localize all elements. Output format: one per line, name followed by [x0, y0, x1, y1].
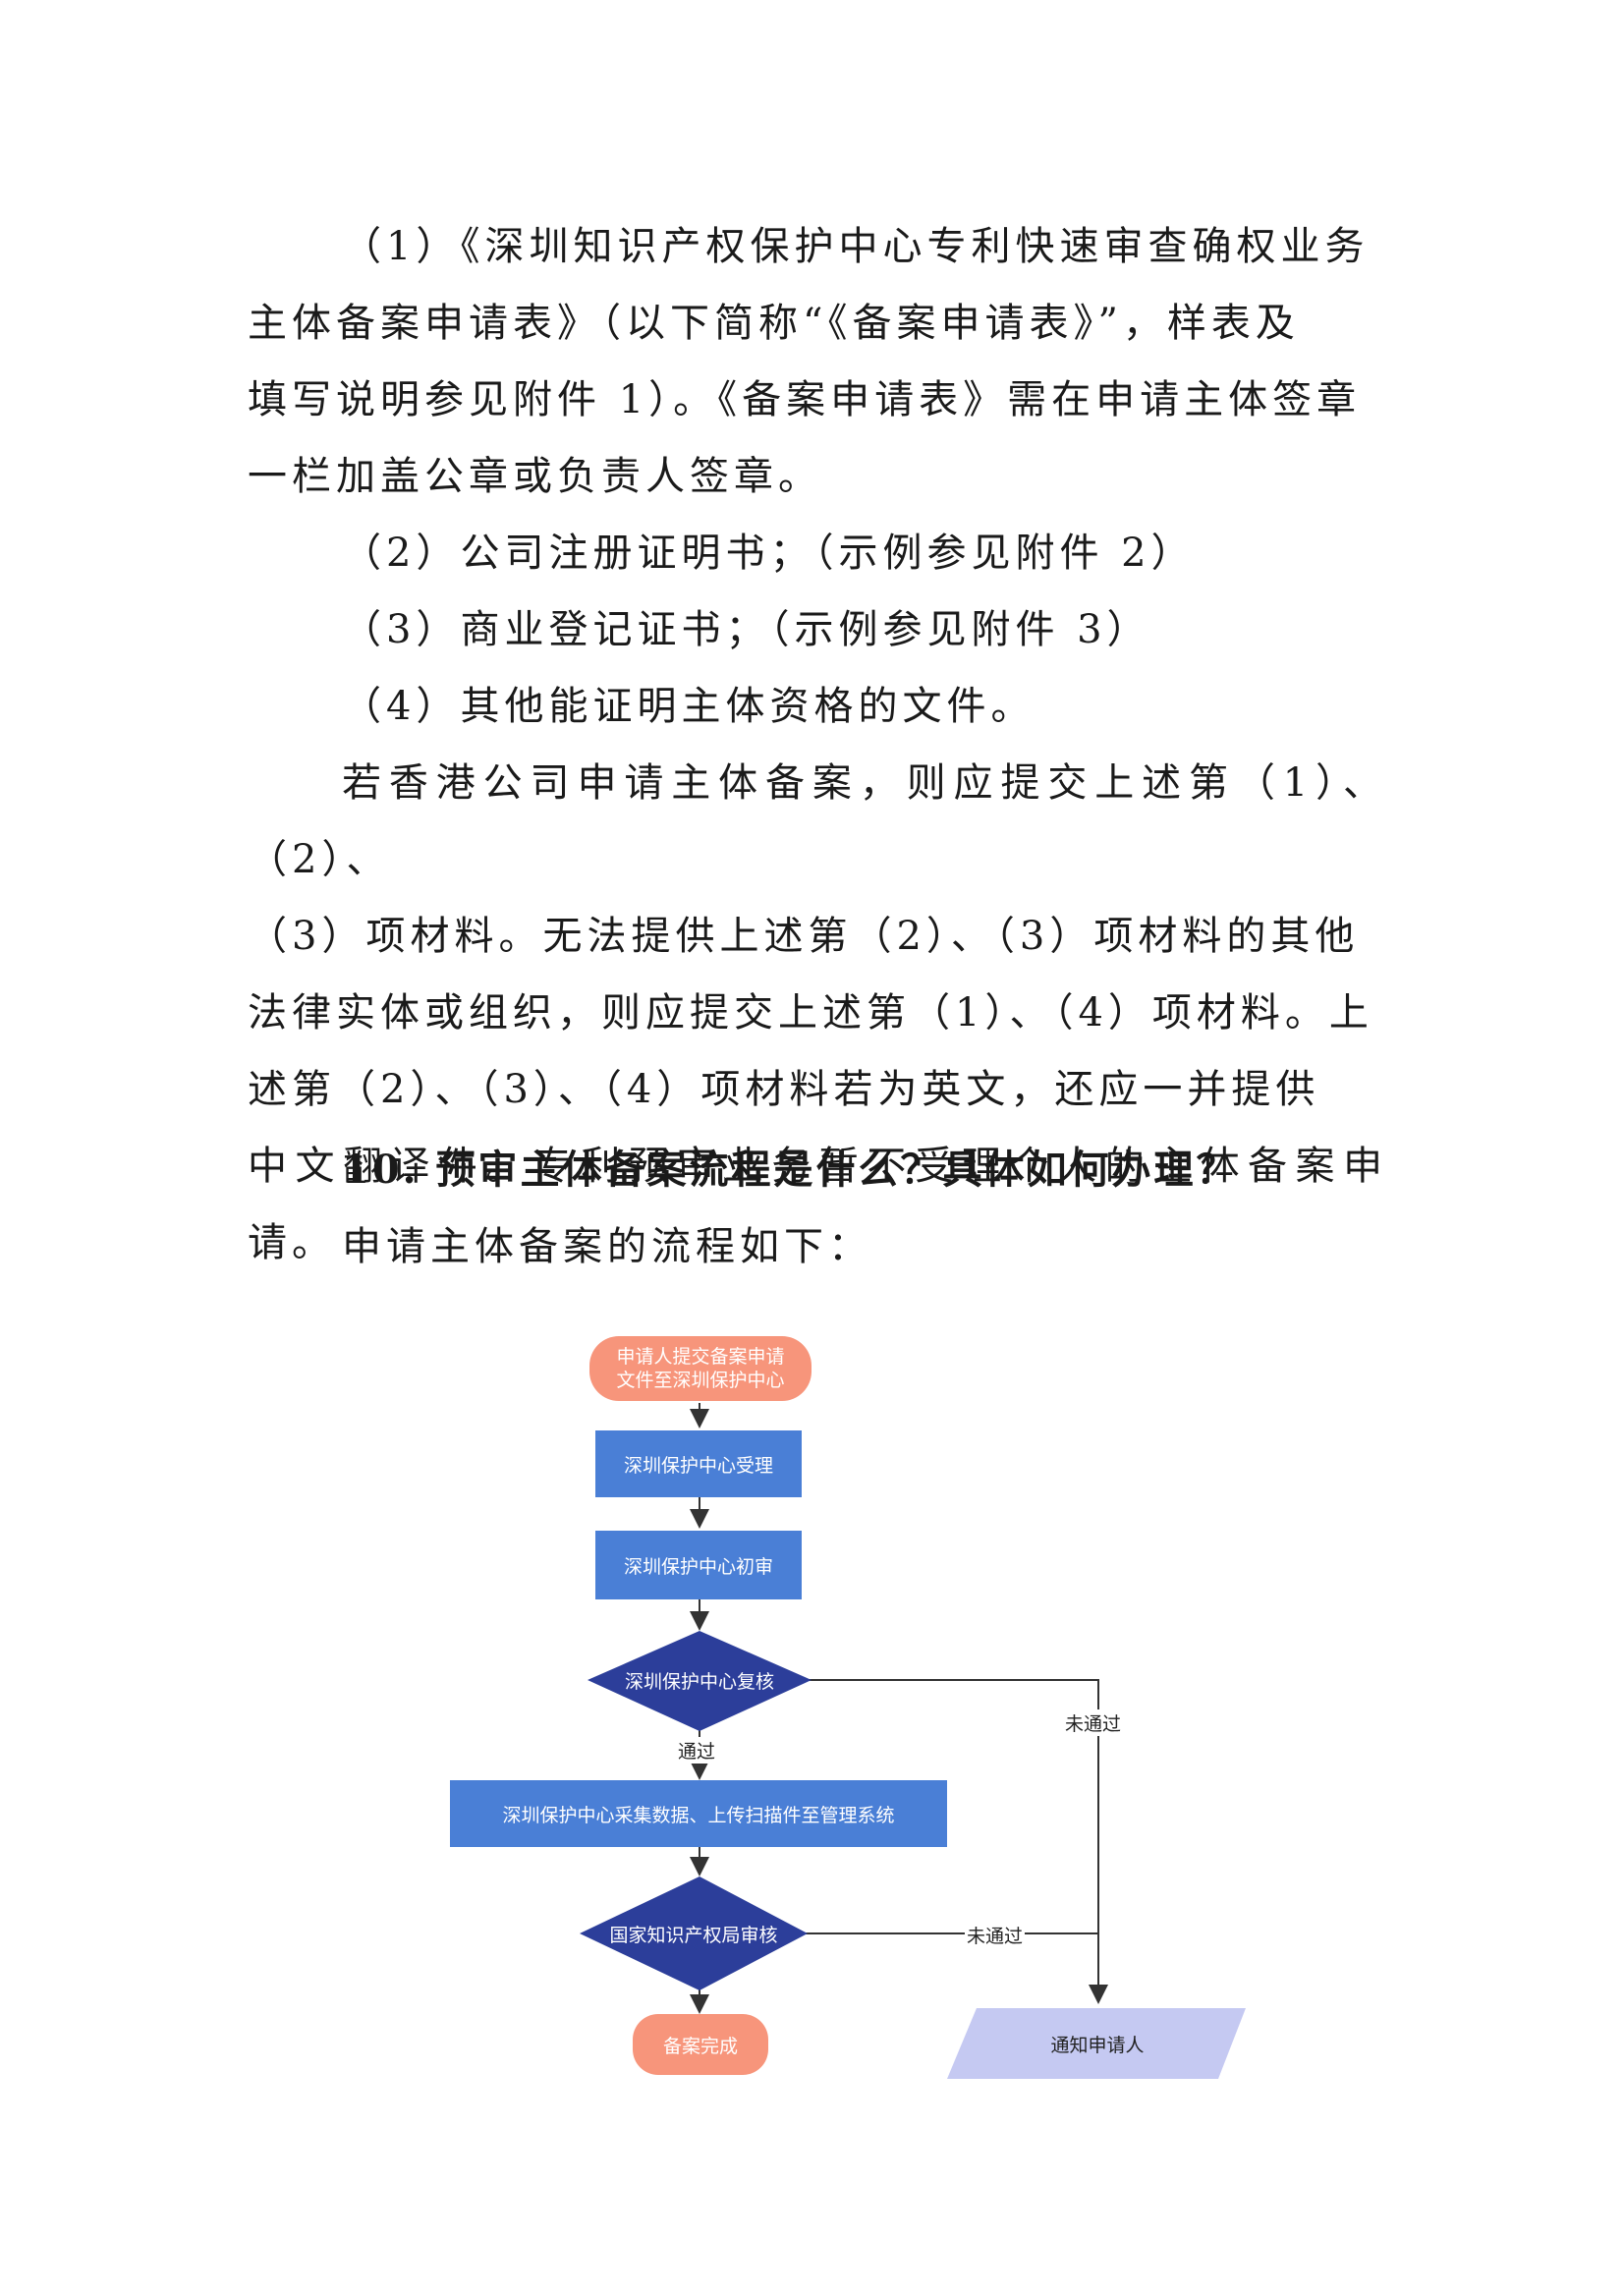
paragraph-1: （1）《深圳知识产权保护中心专利快速审查确权业务 主体备案申请表》（以下简称“《… — [248, 208, 1387, 515]
step-initial-review: 深圳保护中心初审 — [595, 1531, 802, 1599]
paragraph-5-line-5: 中文翻译件。专利预审业务暂不受理个人的主体备案申请。 — [248, 1144, 1387, 1265]
paragraph-5-line-4: 述第（2）、（3）、（4）项材料若为英文，还应一并提供 — [248, 1067, 1320, 1112]
paragraph-1-line-1: （1）《深圳知识产权保护中心专利快速审查确权业务 — [342, 224, 1370, 269]
paragraph-1-line-2: 主体备案申请表》（以下简称“《备案申请表》”，样表及 — [248, 301, 1300, 346]
decision-recheck-label: 深圳保护中心复核 — [624, 1670, 774, 1693]
notify-applicant-label: 通知申请人 — [1050, 2034, 1145, 2056]
paragraph-5-line-3: 法律实体或组织，则应提交上述第（1）、（4）项材料。上 — [248, 990, 1373, 1036]
arrow-decision1-fail — [808, 1679, 1108, 2004]
paragraph-5: 若香港公司申请主体备案，则应提交上述第（1）、（2）、 （3）项材料。无法提供上… — [248, 745, 1387, 1281]
paragraph-1-line-4: 一栏加盖公章或负责人签章。 — [248, 454, 822, 499]
decision-cnipa-label: 国家知识产权局审核 — [609, 1924, 778, 1946]
start-node: 申请人提交备案申请 文件至深圳保护中心 — [589, 1336, 812, 1401]
paragraph-1-line-3: 填写说明参见附件 1）。《备案申请表》需在申请主体签章 — [248, 377, 1362, 422]
paragraph-5-line-1: 若香港公司申请主体备案，则应提交上述第（1）、（2）、 — [248, 760, 1387, 882]
start-node-line-2: 文件至深圳保护中心 — [616, 1370, 785, 1391]
step-accept: 深圳保护中心受理 — [595, 1430, 802, 1497]
notify-shape — [947, 2008, 1246, 2079]
fail-label-2: 未通过 — [965, 1922, 1026, 1948]
decision-diamond-2 — [580, 1876, 808, 1990]
end-node: 备案完成 — [633, 2014, 768, 2075]
paragraph-3: （3）商业登记证书；（示例参见附件 3） — [342, 607, 1151, 652]
paragraph-4: （4）其他能证明主体资格的文件。 — [342, 684, 1035, 729]
fail-label-1: 未通过 — [1063, 1709, 1124, 1736]
decision-diamond-1 — [588, 1631, 812, 1731]
paragraph-2: （2）公司注册证明书；（示例参见附件 2） — [342, 531, 1196, 576]
paragraph-5-line-2: （3）项材料。无法提供上述第（2）、（3）项材料的其他 — [248, 914, 1360, 959]
start-node-line-1: 申请人提交备案申请 — [616, 1346, 785, 1368]
paragraph-6: 申请主体备案的流程如下： — [342, 1224, 872, 1269]
pass-label: 通过 — [676, 1737, 718, 1764]
step-collect-upload: 深圳保护中心采集数据、上传扫描件至管理系统 — [450, 1780, 947, 1847]
section-heading: 10. 预审主体备案流程是什么？具体如何办理？ — [342, 1147, 1239, 1193]
